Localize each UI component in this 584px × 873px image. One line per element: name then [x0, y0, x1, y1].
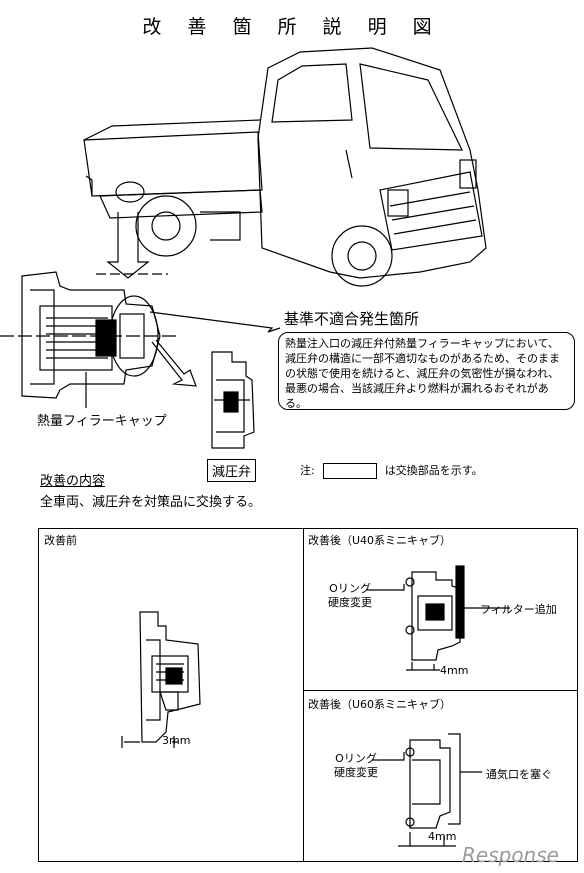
part-before [121, 611, 201, 748]
u60-oring-line2: 硬度変更 [334, 766, 378, 779]
legend-suffix: は交換部品を示す。 [384, 464, 483, 477]
u60-dimension: 4mm [428, 830, 457, 843]
u40-oring-label: Oリング 硬度変更 [328, 582, 372, 610]
u60-vent-label: 通気口を塞ぐ [486, 768, 552, 781]
frame-divider-horizontal [303, 690, 578, 691]
frame-divider-vertical [303, 528, 304, 862]
u60-oring-label: Oリング 硬度変更 [334, 752, 378, 780]
u60-panel-title: 改善後（U60系ミニキャブ） [308, 698, 452, 711]
response-watermark: Response [462, 843, 559, 867]
part-after-u60 [372, 733, 482, 847]
legend: 注: は交換部品を示す。 [300, 462, 483, 479]
notice-box: 熱量注入口の減圧弁付熱量フィラーキャップにおいて、減圧弁の構造に一部不適切なもの… [278, 332, 575, 410]
u40-dimension: 4mm [440, 664, 469, 677]
notice-text: 熱量注入口の減圧弁付熱量フィラーキャップにおいて、減圧弁の構造に一部不適切なもの… [285, 337, 560, 410]
callout-arrow [96, 212, 168, 279]
before-dimension: 3mm [162, 734, 191, 747]
improvement-body: 全車両、減圧弁を対策品に交換する。 [40, 495, 262, 510]
page-title: 改 善 箇 所 説 明 図 [142, 16, 442, 38]
u40-oring-line2: 硬度変更 [328, 596, 372, 609]
part-after-u40 [366, 565, 510, 671]
filler-cap-enlarged [0, 271, 281, 408]
u60-oring-line1: Oリング [335, 752, 377, 765]
defect-location-label: 基準不適合発生箇所 [284, 310, 420, 328]
comparison-frame [38, 528, 578, 862]
u40-panel-title: 改善後（U40系ミニキャブ） [308, 534, 452, 547]
legend-swatch [322, 463, 377, 479]
u40-filter-label: フィルター追加 [480, 603, 557, 616]
truck-illustration [83, 47, 487, 287]
legend-prefix: 注: [300, 464, 315, 477]
u40-oring-line1: Oリング [329, 582, 371, 595]
before-panel-title: 改善前 [44, 534, 77, 547]
pressure-valve-label: 減圧弁 [207, 459, 257, 482]
filler-cap-label: 熱量フィラーキャップ [37, 414, 167, 429]
valve-detail [151, 339, 255, 449]
improvement-heading: 改善の内容 [40, 474, 106, 489]
